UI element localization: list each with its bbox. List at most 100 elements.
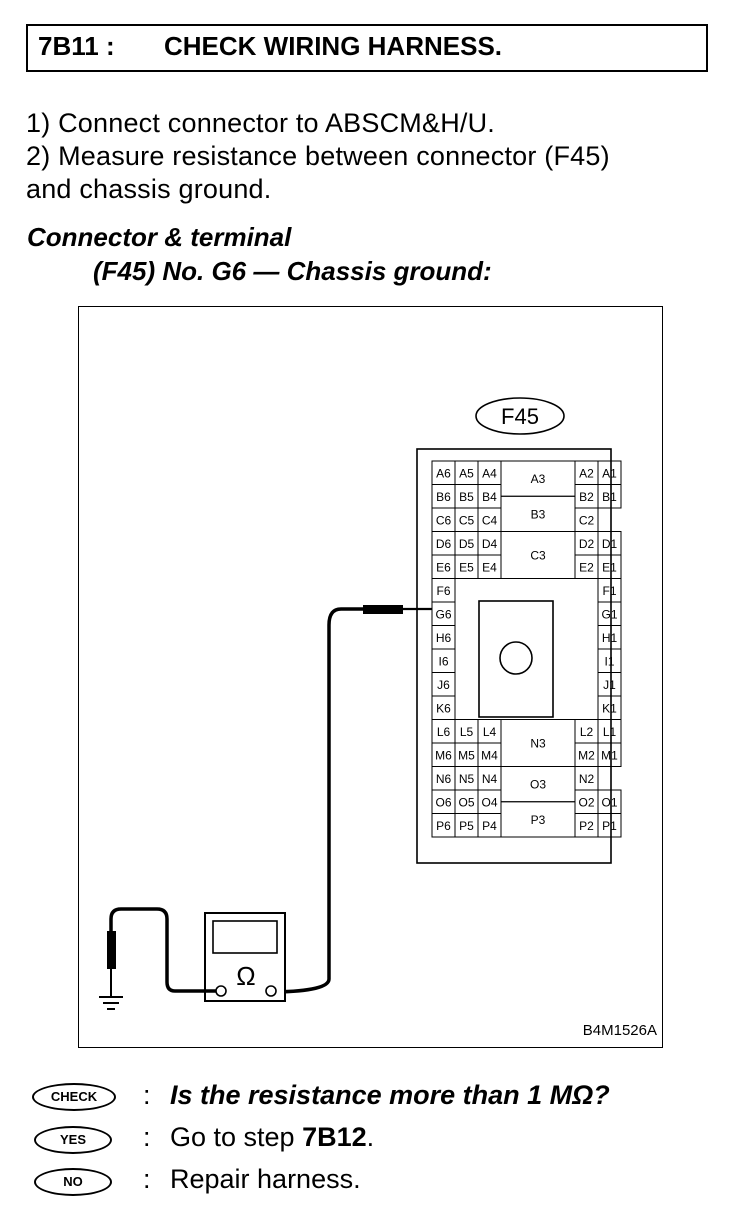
- terminal-label: C4: [482, 513, 498, 527]
- meter-terminal-left: [215, 985, 227, 997]
- terminal-label: M2: [578, 748, 595, 762]
- terminal-cell: [597, 813, 622, 838]
- terminal-label: A6: [436, 466, 451, 480]
- probe-tip-ground: [107, 931, 116, 969]
- terminal-label: O1: [601, 795, 617, 809]
- terminal-label: B6: [436, 490, 451, 504]
- connector-heading: Connector & terminal: [27, 222, 292, 252]
- terminal-label: B3: [531, 507, 546, 521]
- terminal-label: M6: [435, 748, 452, 762]
- terminal-label: C6: [436, 513, 452, 527]
- check-question: Is the resistance more than 1 MΩ?: [170, 1080, 610, 1110]
- connector-center-hole: [499, 641, 533, 675]
- terminal-label: A5: [459, 466, 474, 480]
- terminal-label: A4: [482, 466, 497, 480]
- connector-terminal-spec: (F45) No. G6 — Chassis ground:: [93, 256, 492, 286]
- terminal-label: F6: [436, 584, 450, 598]
- terminal-label: C3: [530, 549, 546, 563]
- connector-label: F45: [501, 404, 539, 429]
- terminal-label: C2: [579, 513, 595, 527]
- terminal-label: P5: [459, 819, 474, 833]
- terminal-label: F1: [602, 584, 616, 598]
- terminal-label: B5: [459, 490, 474, 504]
- terminal-label: G1: [601, 607, 617, 621]
- terminal-label: L6: [437, 725, 451, 739]
- terminal-label: O3: [530, 778, 546, 792]
- yes-colon: :: [143, 1122, 151, 1152]
- instruction-1: 1) Connect connector to ABSCM&H/U.: [26, 108, 496, 138]
- terminal-label: O4: [481, 795, 497, 809]
- terminal-label: N5: [459, 772, 475, 786]
- check-colon: :: [143, 1080, 151, 1110]
- terminal-label: D1: [602, 537, 618, 551]
- ohm-symbol: Ω: [236, 961, 255, 991]
- terminal-label: L5: [460, 725, 474, 739]
- connector-label-oval: [475, 397, 565, 435]
- terminal-label: D4: [482, 537, 498, 551]
- terminal-label: N3: [530, 737, 546, 751]
- no-colon: :: [143, 1164, 151, 1194]
- probe-tip-positive: [363, 605, 403, 614]
- terminal-label: A2: [579, 466, 594, 480]
- terminal-label: J6: [437, 678, 450, 692]
- terminal-label: D5: [459, 537, 475, 551]
- terminal-label: N4: [482, 772, 498, 786]
- terminal-label: P4: [482, 819, 497, 833]
- terminal-label: M1: [601, 748, 618, 762]
- probe-lead-positive: [274, 607, 365, 994]
- terminal-label: J1: [603, 678, 616, 692]
- step-code: 7B11 :: [38, 31, 115, 61]
- connector-body: [416, 448, 612, 864]
- terminal-label: O5: [458, 795, 474, 809]
- terminal-label: L4: [483, 725, 497, 739]
- instruction-2-cont: and chassis ground.: [26, 174, 272, 204]
- terminal-label: E2: [579, 560, 594, 574]
- terminal-label: E6: [436, 560, 451, 574]
- terminal-label: E1: [602, 560, 617, 574]
- terminal-cell: [500, 801, 576, 838]
- terminal-label: K1: [602, 701, 617, 715]
- terminal-label: D2: [579, 537, 595, 551]
- terminal-label: L2: [580, 725, 594, 739]
- step-header: 7B11 : CHECK WIRING HARNESS.: [26, 24, 708, 72]
- terminal-label: C5: [459, 513, 475, 527]
- terminal-label: H1: [602, 631, 618, 645]
- yes-answer-prefix: Go to step: [170, 1122, 303, 1152]
- meter-terminal-right: [265, 985, 277, 997]
- no-answer: Repair harness.: [170, 1164, 361, 1194]
- terminal-label: N2: [579, 772, 595, 786]
- terminal-label: E4: [482, 560, 497, 574]
- figure-code: B4M1526A: [583, 1022, 657, 1039]
- terminal-cell: [597, 484, 622, 509]
- ohmmeter-display: [212, 920, 278, 954]
- terminal-label: G6: [435, 607, 451, 621]
- terminal-label: O2: [578, 795, 594, 809]
- terminal-label: H6: [436, 631, 452, 645]
- terminal-label: A3: [531, 472, 546, 486]
- terminal-label: E5: [459, 560, 474, 574]
- terminal-label: P3: [531, 813, 546, 827]
- terminal-label: I6: [438, 654, 448, 668]
- terminal-label: B4: [482, 490, 497, 504]
- terminal-label: I1: [604, 654, 614, 668]
- terminal-label: D6: [436, 537, 452, 551]
- terminal-cell: [597, 742, 622, 767]
- terminal-label: O6: [435, 795, 451, 809]
- terminal-label: L1: [603, 725, 617, 739]
- terminal-label: B2: [579, 490, 594, 504]
- yes-answer-step: 7B12: [302, 1122, 367, 1152]
- terminal-label: N6: [436, 772, 452, 786]
- terminal-label: M4: [481, 748, 498, 762]
- instruction-2: 2) Measure resistance between connector …: [26, 141, 610, 171]
- terminal-cell: [500, 531, 576, 579]
- yes-badge: YES: [34, 1126, 112, 1154]
- check-badge: CHECK: [32, 1083, 116, 1111]
- terminal-label: P1: [602, 819, 617, 833]
- connector-center-cavity: [478, 600, 554, 718]
- no-badge: NO: [34, 1168, 112, 1196]
- terminal-label: B1: [602, 490, 617, 504]
- probe-lead-ground: [109, 907, 216, 993]
